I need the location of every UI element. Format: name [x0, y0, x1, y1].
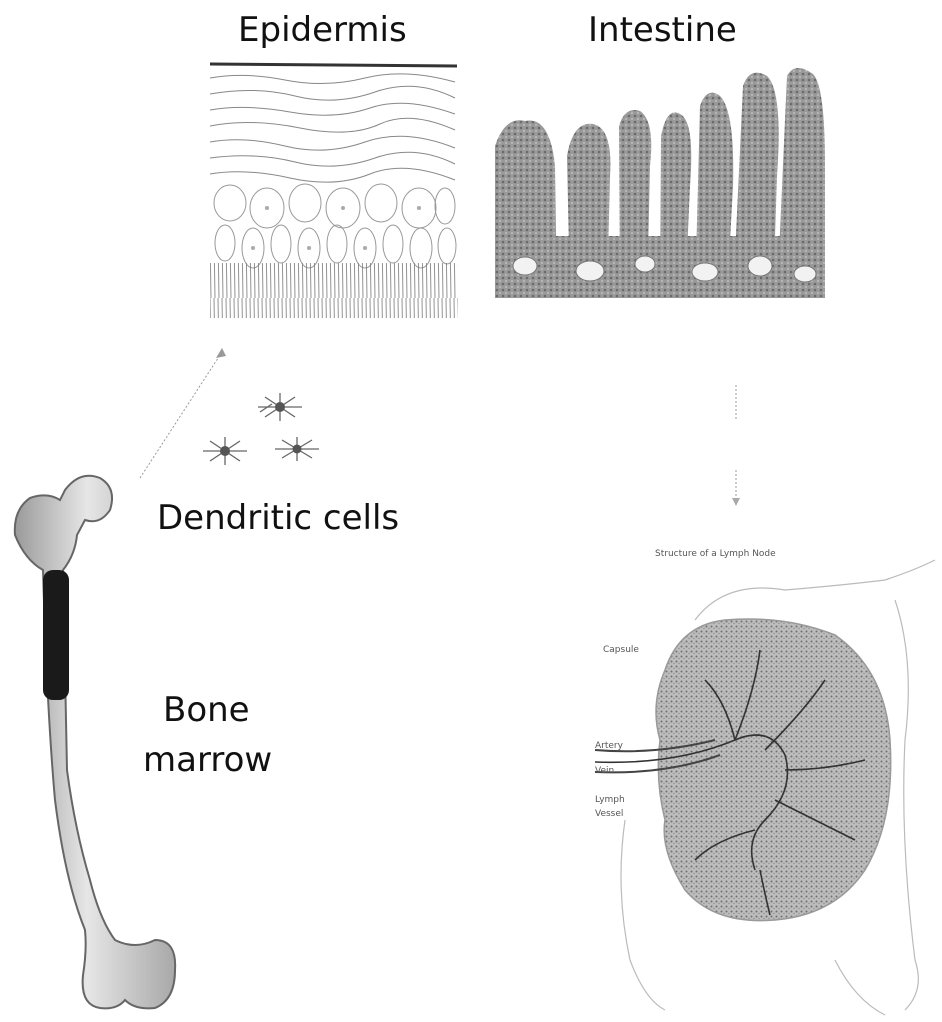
lymph-node-icon: Structure of a Lymph Node Capsule Artery… [585, 540, 940, 1020]
lymph-vessel-label-line2: Vessel [595, 809, 623, 819]
capsule-label: Capsule [603, 645, 639, 655]
vein-label: Vein [595, 766, 614, 776]
bone-marrow-label-line1: Bone [163, 690, 250, 730]
bone-marrow-label-line2: marrow [143, 740, 272, 780]
dendritic-cells-label: Dendritic cells [157, 498, 399, 538]
lymph-vessel-label-line1: Lymph [595, 795, 625, 805]
artery-label: Artery [595, 741, 624, 751]
lymph-node-title: Structure of a Lymph Node [655, 549, 776, 559]
dendritic-cell-icon [195, 385, 335, 475]
